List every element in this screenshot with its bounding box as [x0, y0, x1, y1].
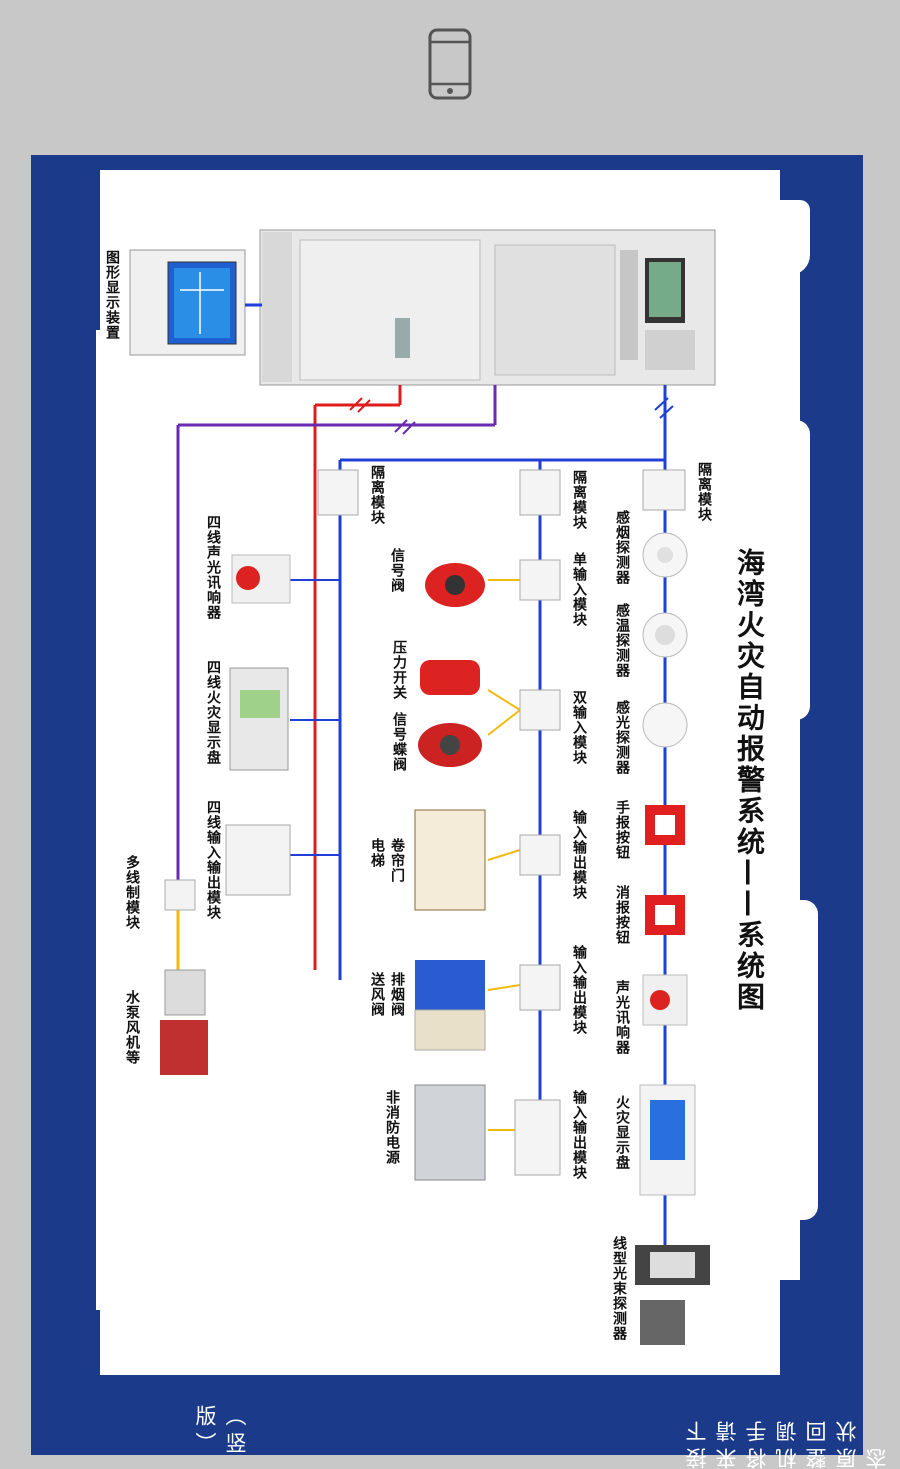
label-module-4: 输入输出模块 [571, 945, 587, 1035]
label-left-3: 四线输入输出模块 [205, 800, 221, 920]
label-left-4: 多线制模块 [124, 855, 140, 930]
beam-detector [635, 1245, 710, 1345]
multi-wire-module [164, 879, 196, 911]
label-module-3: 输入输出模块 [571, 810, 587, 900]
label-right-1: 感烟探测器 [614, 510, 630, 585]
four-wire-repeater [229, 667, 289, 771]
module-io-2 [519, 964, 561, 1011]
four-wire-io-module [225, 824, 291, 896]
label-device-1: 压力开关 [391, 640, 407, 700]
non-fire-power-cabinet [414, 1084, 486, 1181]
label-left-5: 水泵风机等 [124, 990, 140, 1065]
label-left-0: 隔离模块 [369, 465, 385, 525]
label-device-4: 电梯 [369, 838, 385, 868]
rotate-instruction: 接下来请将手机调整回原状态 [685, 1415, 889, 1469]
label-module-2: 双输入模块 [571, 690, 587, 765]
module-io-3 [514, 1099, 561, 1176]
signal-valve [425, 563, 485, 607]
label-device-3: 卷帘门 [389, 838, 405, 883]
isolation-module-left [317, 469, 359, 516]
fire-alarm-controller [259, 229, 716, 386]
heat-detector [642, 612, 688, 658]
label-module-0: 隔离模块 [571, 470, 587, 530]
smoke-exhaust-valve [414, 960, 486, 1051]
rotate-instruction-note: （竖版） [193, 1405, 247, 1459]
hydrant-button [645, 895, 685, 935]
module-double-input [519, 689, 561, 731]
label-right-7: 火灾显示盘 [614, 1095, 630, 1170]
label-device-0: 信号阀 [389, 548, 405, 593]
label-device-5: 排烟阀 [389, 972, 405, 1017]
pressure-switch [420, 660, 480, 695]
four-wire-sounder [231, 554, 291, 604]
smoke-detector [642, 532, 688, 578]
label-left-1: 四线声光讯响器 [205, 515, 221, 620]
label-right-0: 隔离模块 [696, 462, 712, 522]
graphic-display-unit [129, 249, 246, 356]
flame-detector [642, 702, 688, 748]
diagram-title: 海湾火灾自动报警系统——系统图 [733, 548, 766, 1013]
label-device-2: 信号蝶阀 [391, 712, 407, 772]
label-right-3: 感光探测器 [614, 700, 630, 775]
label-device-7: 非消防电源 [384, 1090, 400, 1165]
label-left-2: 四线火灾显示盘 [205, 660, 221, 765]
label-device-6: 送风阀 [369, 972, 385, 1017]
rolling-shutter [414, 809, 486, 911]
sounder-strobe [642, 974, 688, 1026]
label-right-8: 线型光束探测器 [611, 1236, 627, 1341]
label-right-6: 声光讯响器 [614, 980, 630, 1055]
label-module-5: 输入输出模块 [571, 1090, 587, 1180]
pump-fan [160, 969, 208, 1075]
fire-repeater-panel [639, 1084, 696, 1196]
phone-icon [428, 28, 472, 100]
label-graphic-display: 图形显示装置 [104, 250, 120, 340]
label-right-5: 消报按钮 [614, 885, 630, 945]
label-right-4: 手报按钮 [614, 800, 630, 860]
isolation-module-right [642, 469, 686, 511]
label-module-1: 单输入模块 [571, 552, 587, 627]
label-right-2: 感温探测器 [614, 603, 630, 678]
manual-call-point [645, 805, 685, 845]
module-io-1 [519, 834, 561, 876]
signal-butterfly-valve [418, 723, 482, 767]
module-isolation [519, 469, 561, 516]
module-single-input [519, 559, 561, 601]
